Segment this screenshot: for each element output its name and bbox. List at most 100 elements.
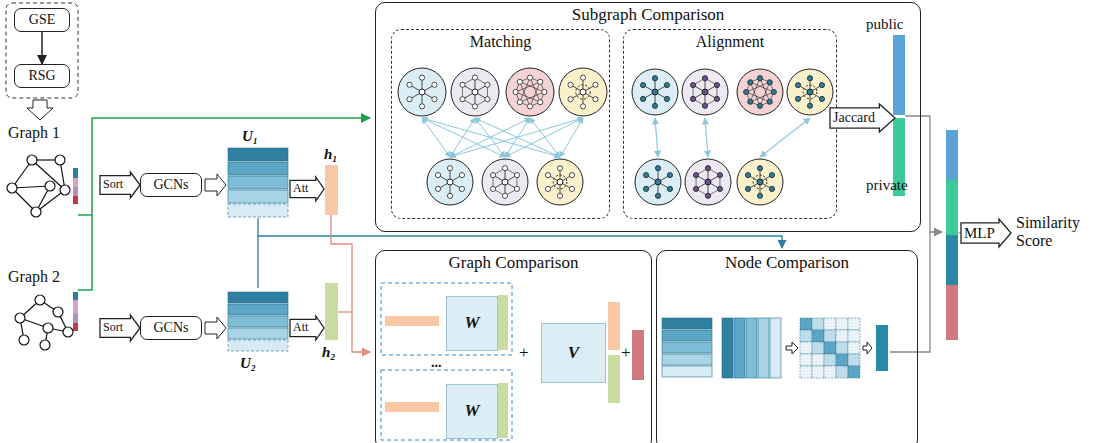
matrix-row — [228, 328, 288, 339]
arrow-block: Sort — [100, 172, 140, 198]
panel-title: Alignment — [696, 33, 764, 51]
box-label: W — [464, 314, 479, 333]
matrix-row — [228, 340, 288, 351]
label: + — [519, 344, 529, 363]
subgraph-glyph — [787, 69, 833, 115]
h2-vector — [608, 355, 620, 403]
h2-vector — [325, 283, 338, 340]
label: Similarity Score — [1016, 214, 1100, 249]
group-box: Alignment — [623, 29, 837, 219]
graph-score-vector — [632, 330, 644, 380]
h2-vector — [498, 295, 508, 350]
process-box: GCNs — [140, 316, 202, 340]
box-label: GSE — [29, 12, 55, 27]
h1-vector — [608, 302, 620, 350]
group-box: Matching — [391, 29, 610, 219]
match-arrow — [450, 118, 583, 157]
matrix-row — [228, 176, 288, 189]
hollow-arrow — [27, 100, 53, 120]
label: h₁ — [324, 146, 338, 163]
hollow-arrow — [205, 174, 226, 196]
matrix-row — [228, 304, 288, 315]
box-label: W — [464, 402, 479, 421]
label: Graph 2 — [8, 268, 60, 286]
arrow-block: MLP — [961, 219, 1011, 247]
panel-title: Graph Comparison — [449, 254, 579, 273]
label: h₂ — [322, 344, 336, 361]
process-box: W — [446, 384, 498, 439]
label: U₂ — [240, 355, 256, 372]
match-arrow — [505, 118, 583, 157]
box-label: Jaccard — [833, 110, 875, 125]
teal-route — [257, 236, 258, 288]
concat-vector — [946, 130, 958, 340]
subgraph-glyph — [482, 159, 528, 205]
graph-1-bar — [73, 168, 78, 204]
box-label: Att — [293, 182, 308, 195]
align-arrow — [705, 118, 708, 157]
graph-2-bar — [73, 292, 78, 331]
process-box: W — [446, 296, 498, 351]
matrix-row — [228, 190, 288, 203]
match-arrow — [560, 118, 583, 157]
subgraph-glyph — [635, 159, 681, 205]
green-route — [78, 118, 370, 290]
label: public — [866, 16, 904, 33]
node-comparison-figure — [662, 318, 888, 378]
panel-title: Node Comparison — [725, 254, 849, 273]
h1-vector — [385, 316, 439, 326]
box-label: Sort — [103, 178, 123, 191]
graph-2 — [15, 295, 73, 350]
process-box: GSE — [14, 8, 70, 32]
matrix-row — [228, 316, 288, 327]
box-label: V — [568, 344, 579, 363]
public-bar — [893, 35, 905, 115]
subgraph-glyph — [737, 159, 783, 205]
process-box: GCNs — [140, 173, 202, 197]
label: Graph 1 — [8, 124, 60, 142]
align-arrow — [655, 118, 658, 157]
module-panel: Node Comparison — [656, 250, 918, 443]
subgraph-glyph — [559, 68, 607, 116]
label: U₁ — [242, 128, 258, 145]
module-panel: W W V Graph Comparison — [375, 250, 652, 443]
h1-vector — [325, 165, 338, 215]
matrix-row — [228, 292, 288, 303]
arrow-block: Att — [290, 316, 324, 340]
panel-title: Subgraph Comparison — [572, 6, 725, 25]
subgraph-glyph — [632, 69, 678, 115]
subgraph-glyph — [537, 159, 583, 205]
dashed-group — [381, 283, 512, 355]
hollow-arrow — [205, 317, 226, 339]
process-box: V — [541, 323, 606, 383]
matrix-row — [228, 162, 288, 175]
embedding-matrices — [228, 148, 288, 351]
merge-line — [905, 116, 942, 232]
subgraph-glyph — [682, 69, 728, 115]
match-arrow — [422, 118, 560, 157]
graph-1 — [7, 155, 70, 217]
matrix-row — [228, 148, 288, 161]
label: ... — [431, 355, 442, 370]
box-label: RSG — [28, 68, 55, 83]
dashed-group — [381, 370, 512, 440]
panel-title: Matching — [470, 33, 531, 51]
box-label: Att — [293, 321, 308, 334]
subgraph-glyph — [685, 159, 731, 205]
subgraph-glyph — [451, 68, 499, 116]
box-label: GCNs — [153, 320, 188, 335]
subgraph-glyph — [737, 69, 783, 115]
connector — [41, 32, 43, 64]
matrix-row — [228, 204, 288, 217]
arrow-block: Sort — [100, 315, 140, 341]
box-label: MLP — [964, 225, 995, 242]
pink-route — [331, 215, 370, 352]
box-label: GCNs — [153, 177, 188, 192]
green-route — [78, 214, 92, 216]
subgraph-glyph — [506, 68, 554, 116]
subgraph-glyph — [427, 159, 473, 205]
subgraph-glyph — [398, 68, 446, 116]
box-label: Sort — [103, 321, 123, 334]
match-arrow — [422, 118, 450, 157]
